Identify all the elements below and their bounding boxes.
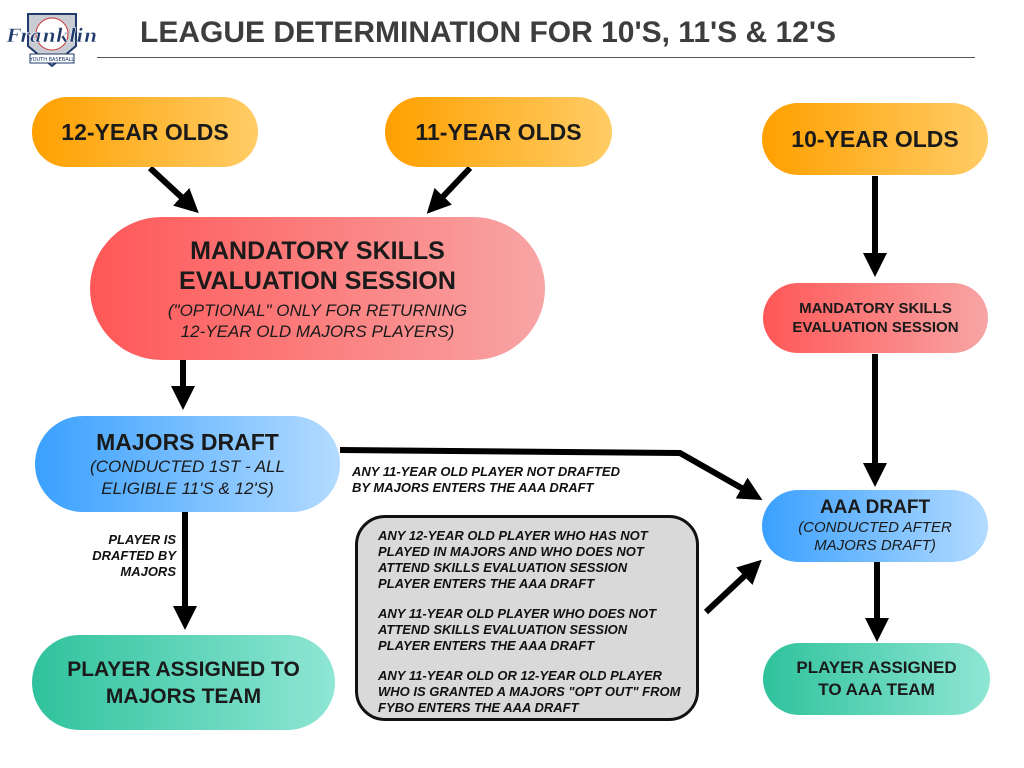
node-majors-team: PLAYER ASSIGNED TO MAJORS TEAM	[32, 635, 335, 730]
arrow-12-to-eval	[147, 165, 199, 214]
arrow-majors-to-aaa	[339, 447, 763, 500]
aaa-team-line2: TO AAA TEAM	[818, 680, 935, 699]
label-drafted-line1: PLAYER IS	[108, 532, 176, 547]
node-mandatory-evaluation-10: MANDATORY SKILLS EVALUATION SESSION	[763, 283, 988, 353]
majors-team-line1: PLAYER ASSIGNED TO	[67, 657, 300, 681]
label-drafted-line3: MAJORS	[120, 564, 176, 579]
arrow-notes-to-aaa	[703, 559, 762, 615]
label-not-drafted: ANY 11-YEAR OLD PLAYER NOT DRAFTED BY MA…	[352, 464, 672, 496]
majors-draft-title: MAJORS DRAFT	[96, 429, 279, 455]
franklin-logo: Franklin YOUTH BASEBALL	[6, 10, 98, 72]
svg-text:Franklin: Franklin	[6, 25, 97, 47]
note-item: ANY 12-YEAR OLD PLAYER WHO HAS NOT PLAYE…	[378, 528, 648, 591]
label-not-drafted-line1: ANY 11-YEAR OLD PLAYER NOT DRAFTED	[352, 464, 620, 479]
note-item: ANY 11-YEAR OLD PLAYER WHO DOES NOT ATTE…	[378, 606, 657, 653]
node-mandatory-evaluation-11-12: MANDATORY SKILLS EVALUATION SESSION ("OP…	[90, 217, 545, 360]
arrow-11-to-eval	[426, 165, 473, 214]
label-drafted-line2: DRAFTED BY	[92, 548, 176, 563]
node-10-year-olds: 10-YEAR OLDS	[762, 103, 988, 175]
majors-team-line2: MAJORS TEAM	[105, 684, 262, 708]
eval10-line1: MANDATORY SKILLS	[799, 300, 952, 317]
node-11-year-olds: 11-YEAR OLDS	[385, 97, 612, 167]
node-aaa-draft: AAA DRAFT (CONDUCTED AFTER MAJORS DRAFT)	[762, 490, 988, 562]
svg-text:YOUTH BASEBALL: YOUTH BASEBALL	[29, 57, 75, 63]
label-not-drafted-line2: BY MAJORS ENTERS THE AAA DRAFT	[352, 480, 594, 495]
label-drafted-by-majors: PLAYER IS DRAFTED BY MAJORS	[60, 532, 176, 580]
aaa-draft-title: AAA DRAFT	[819, 497, 931, 518]
node-aaa-team: PLAYER ASSIGNED TO AAA TEAM	[763, 643, 990, 715]
eval-title-line1: MANDATORY SKILLS	[190, 236, 445, 265]
node-majors-draft: MAJORS DRAFT (CONDUCTED 1ST - ALL ELIGIB…	[35, 416, 340, 512]
eval-sub-line2: 12-YEAR OLD MAJORS PLAYERS)	[180, 321, 455, 341]
aaa-draft-sub1: (CONDUCTED AFTER	[798, 519, 952, 536]
eval-title-line2: EVALUATION SESSION	[179, 266, 456, 295]
node-12-year-olds: 12-YEAR OLDS	[32, 97, 258, 167]
note-item: ANY 11-YEAR OLD OR 12-YEAR OLD PLAYER WH…	[378, 668, 681, 715]
eval-sub-line1: ("OPTIONAL" ONLY FOR RETURNING	[167, 300, 468, 320]
title-divider	[97, 57, 975, 58]
page-title: LEAGUE DETERMINATION FOR 10'S, 11'S & 12…	[140, 16, 836, 49]
eval10-line2: EVALUATION SESSION	[792, 319, 959, 336]
majors-draft-sub2: ELIGIBLE 11'S & 12'S)	[101, 479, 274, 498]
aaa-team-line1: PLAYER ASSIGNED	[796, 658, 957, 677]
majors-draft-sub1: (CONDUCTED 1ST - ALL	[90, 457, 285, 476]
aaa-eligibility-notes: ANY 12-YEAR OLD PLAYER WHO HAS NOT PLAYE…	[355, 515, 699, 721]
aaa-draft-sub2: MAJORS DRAFT)	[814, 537, 936, 554]
